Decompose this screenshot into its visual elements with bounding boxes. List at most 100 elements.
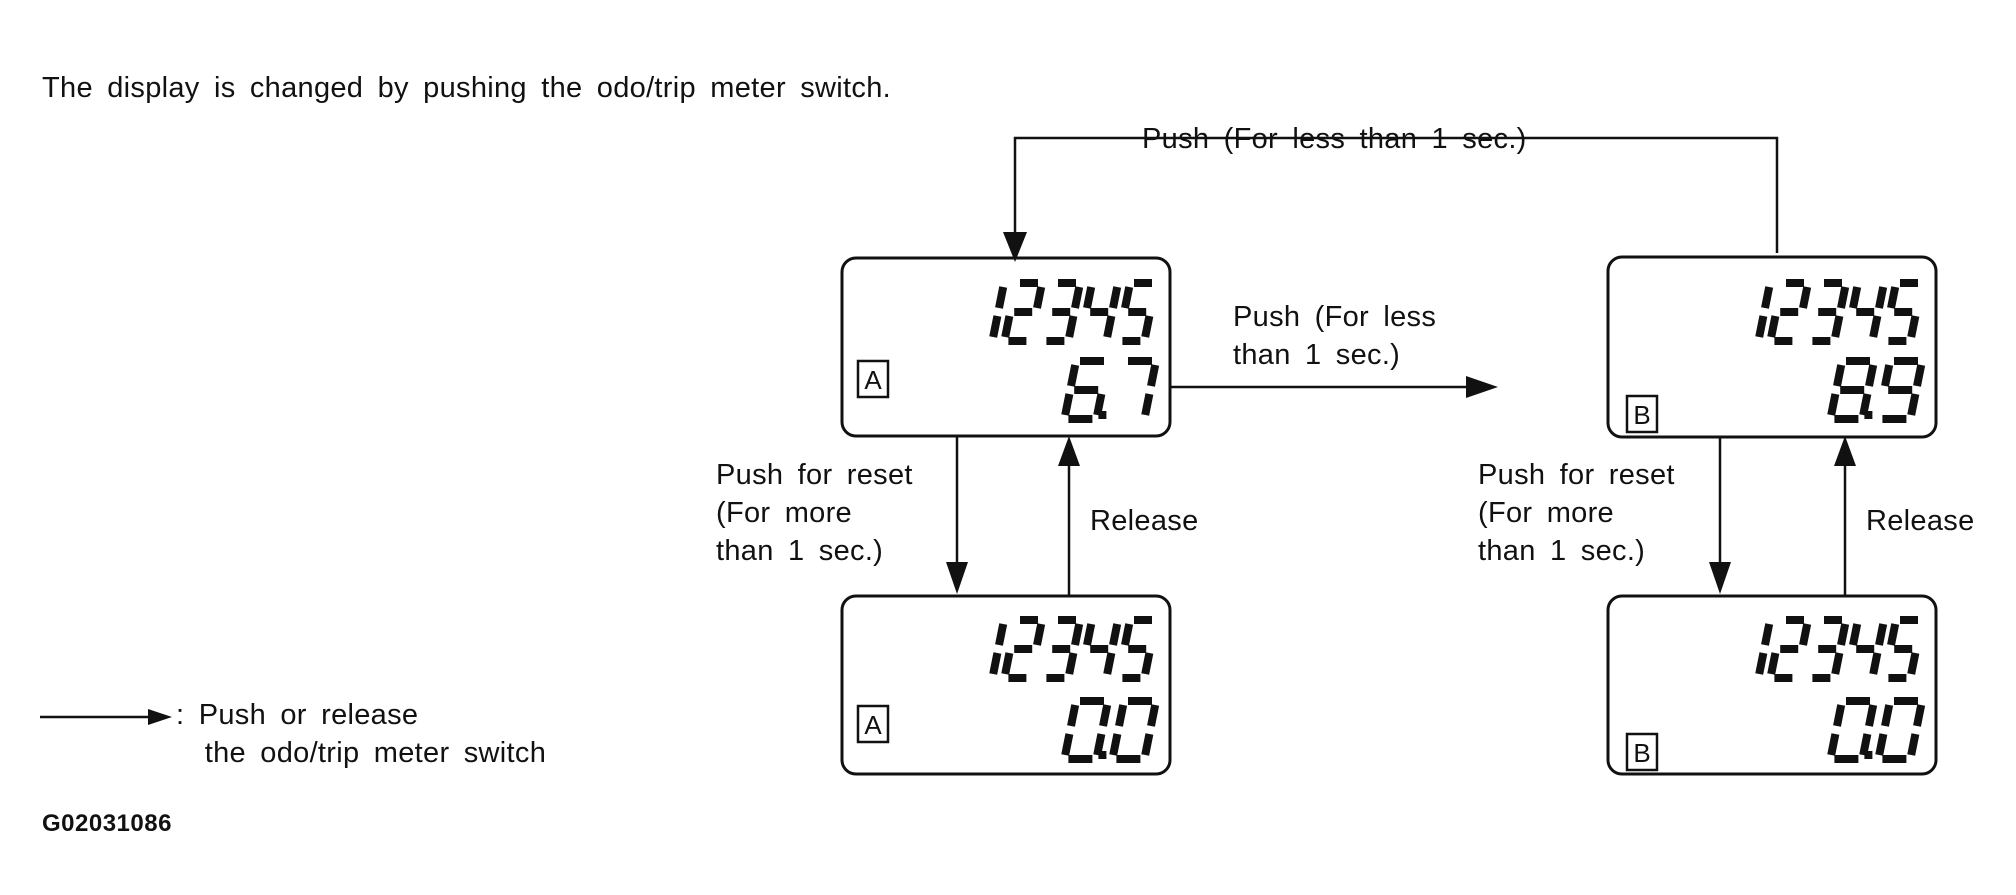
figure-code: G02031086: [42, 810, 172, 837]
lcd-segment: [1859, 733, 1872, 756]
lcd-segment: [1865, 364, 1878, 387]
lcd-segment: [1141, 652, 1154, 675]
lcd-decimal-point: [1098, 411, 1107, 419]
lcd-segment: [1071, 623, 1084, 646]
lcd-segment: [1875, 733, 1888, 756]
lcd-segment: [1109, 623, 1122, 646]
lcd-segment: [1141, 393, 1154, 416]
display-b-top: B: [1606, 255, 1938, 439]
lcd-segment: [1875, 286, 1888, 309]
display-b-top-odometer: [1755, 279, 1920, 345]
lcd-segment: [1907, 315, 1920, 338]
lcd-segment: [1887, 623, 1900, 646]
lcd-decimal-point: [1098, 751, 1107, 759]
arrowhead-into-b-top: [1466, 376, 1498, 398]
lcd-segment: [1103, 652, 1116, 675]
display-a-top-trip: [1061, 357, 1160, 423]
lcd-segment: [1083, 286, 1096, 309]
lcd-segment: [1837, 623, 1850, 646]
lcd-segment: [1869, 315, 1882, 338]
lcd-segment: [1147, 364, 1160, 387]
lcd-segment: [1067, 364, 1080, 387]
display-b-bottom-trip: [1827, 697, 1926, 763]
lcd-segment: [1761, 286, 1774, 309]
lcd-segment: [1093, 393, 1106, 416]
lcd-segment: [1141, 315, 1154, 338]
release-b-label: Release: [1866, 505, 1975, 537]
lcd-segment: [1083, 623, 1096, 646]
lcd-segment: [1837, 286, 1850, 309]
lcd-segment: [1103, 315, 1116, 338]
lcd-segment: [1755, 315, 1768, 338]
display-b-top-frame: [1606, 255, 1938, 439]
legend-arrowhead: [148, 709, 172, 725]
display-a-bottom-letter: A: [864, 710, 882, 740]
lcd-segment: [1071, 286, 1084, 309]
lcd-segment: [1849, 286, 1862, 309]
display-b-bottom-odometer: [1755, 616, 1920, 682]
display-a-bottom-frame: [840, 594, 1172, 776]
reset-b-label: Push for reset (For more than 1 sec.): [1478, 459, 1675, 567]
arrowhead-into-a-top-release: [1058, 436, 1080, 466]
lcd-segment: [1065, 315, 1078, 338]
top-loop-line: [1013, 136, 1779, 253]
lcd-segment: [1827, 393, 1840, 416]
lcd-segment: [1881, 704, 1894, 727]
top-push-label: Push (For less than 1 sec.): [1142, 123, 1527, 155]
display-b-top-letter: B: [1633, 400, 1650, 430]
lcd-segment: [1109, 733, 1122, 756]
lcd-segment: [1061, 733, 1074, 756]
lcd-segment: [995, 623, 1008, 646]
lcd-segment: [1833, 704, 1846, 727]
lcd-decimal-point: [1864, 751, 1873, 759]
lcd-segment: [1061, 393, 1074, 416]
display-a-top-frame: [840, 256, 1172, 438]
lcd-segment: [1099, 704, 1112, 727]
arrowhead-into-a-bottom: [946, 562, 968, 594]
lcd-segment: [1849, 623, 1862, 646]
display-a-top-letter-box: [856, 359, 890, 399]
lcd-segment: [1907, 393, 1920, 416]
lcd-segment: [1881, 364, 1894, 387]
lcd-segment: [1833, 364, 1846, 387]
lcd-segment: [1907, 733, 1920, 756]
lcd-segment: [1831, 652, 1844, 675]
lcd-segment: [1869, 652, 1882, 675]
display-b-top-trip: [1827, 357, 1926, 423]
lcd-segment: [1865, 704, 1878, 727]
display-a-bottom-trip: [1061, 697, 1160, 763]
lcd-segment: [1761, 623, 1774, 646]
lcd-segment: [1827, 733, 1840, 756]
display-b-bottom-letter: B: [1633, 738, 1650, 768]
lcd-segment: [1141, 733, 1154, 756]
display-a-top-letter: A: [864, 365, 882, 395]
display-a-bottom-letter-box: [856, 704, 890, 744]
lcd-segment: [1147, 704, 1160, 727]
lcd-segment: [1121, 286, 1134, 309]
lcd-segment: [1799, 286, 1812, 309]
lcd-segment: [1831, 315, 1844, 338]
lcd-segment: [1033, 623, 1046, 646]
legend-text: : Push or release the odo/trip meter swi…: [176, 699, 547, 769]
lcd-segment: [989, 652, 1002, 675]
lcd-segment: [1033, 286, 1046, 309]
lcd-segment: [1067, 704, 1080, 727]
display-b-bottom-frame: [1606, 594, 1938, 776]
display-a-top-odometer: [989, 279, 1154, 345]
lcd-decimal-point: [1864, 411, 1873, 419]
lcd-segment: [1001, 315, 1014, 338]
intro-text: The display is changed by pushing the od…: [42, 72, 891, 104]
lcd-segment: [1115, 704, 1128, 727]
lcd-segment: [989, 315, 1002, 338]
reset-a-label: Push for reset (For more than 1 sec.): [716, 459, 913, 567]
mid-push-label: Push (For less than 1 sec.): [1233, 301, 1437, 371]
lcd-segment: [1755, 652, 1768, 675]
lcd-segment: [1799, 623, 1812, 646]
display-b-top-letter-box: [1625, 394, 1659, 434]
lcd-segment: [1109, 286, 1122, 309]
lcd-segment: [1913, 704, 1926, 727]
display-b-bottom-letter-box: [1625, 732, 1659, 772]
lcd-segment: [995, 286, 1008, 309]
lcd-segment: [1121, 623, 1134, 646]
